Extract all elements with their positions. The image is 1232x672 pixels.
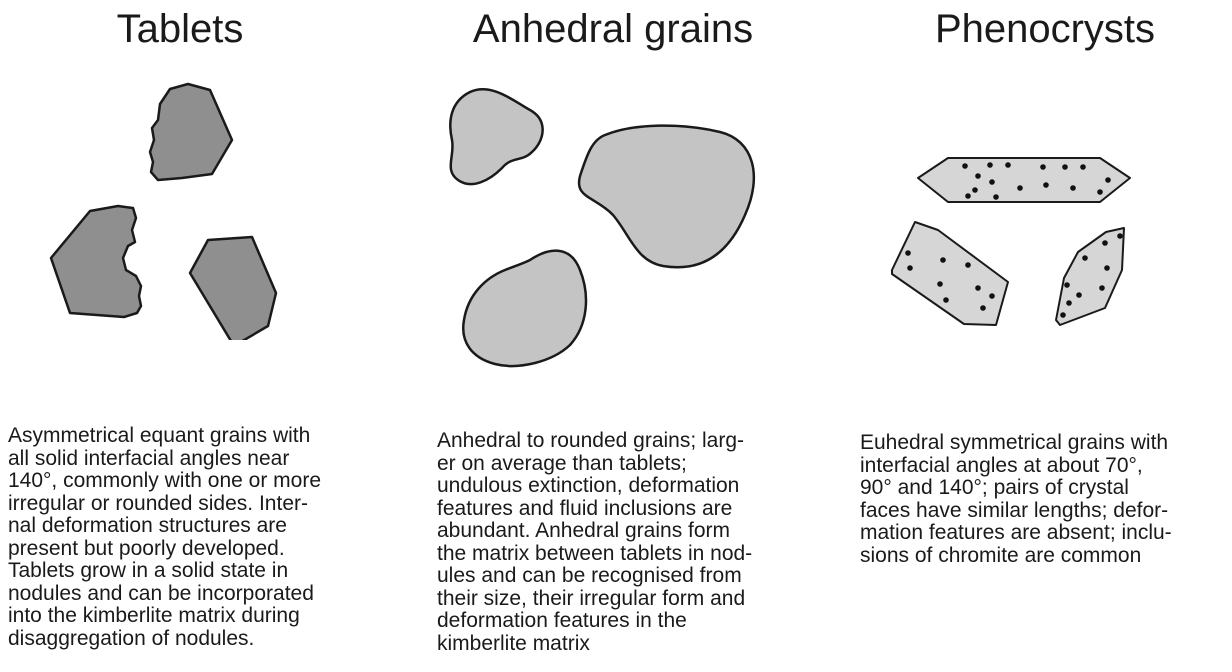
phenocryst-grain-right: [1056, 228, 1124, 325]
anhedral-title: Anhedral grains: [413, 6, 813, 52]
tablet-grain-left: [51, 206, 141, 317]
tablets-illustration: [40, 80, 300, 340]
tablets-description: Asymmetrical equant grains with all soli…: [8, 425, 321, 650]
tablet-grain-right: [190, 237, 276, 340]
tablets-title: Tablets: [0, 6, 380, 52]
tablet-grain-top: [150, 84, 232, 180]
phenocrysts-title: Phenocrysts: [845, 6, 1232, 52]
anhedral-grain-bottom: [463, 251, 586, 366]
anhedral-illustration: [430, 80, 850, 400]
phenocryst-grain-hexagon: [918, 158, 1130, 202]
phenocrysts-description: Euhedral symmetrical grains with interfa…: [860, 432, 1172, 567]
phenocryst-grain-left: [892, 222, 1008, 325]
anhedral-grain-large: [579, 126, 754, 268]
phenocrysts-illustration: [880, 140, 1160, 340]
anhedral-description: Anhedral to rounded grains; larg- er on …: [437, 430, 752, 655]
anhedral-grain-small: [450, 89, 542, 184]
